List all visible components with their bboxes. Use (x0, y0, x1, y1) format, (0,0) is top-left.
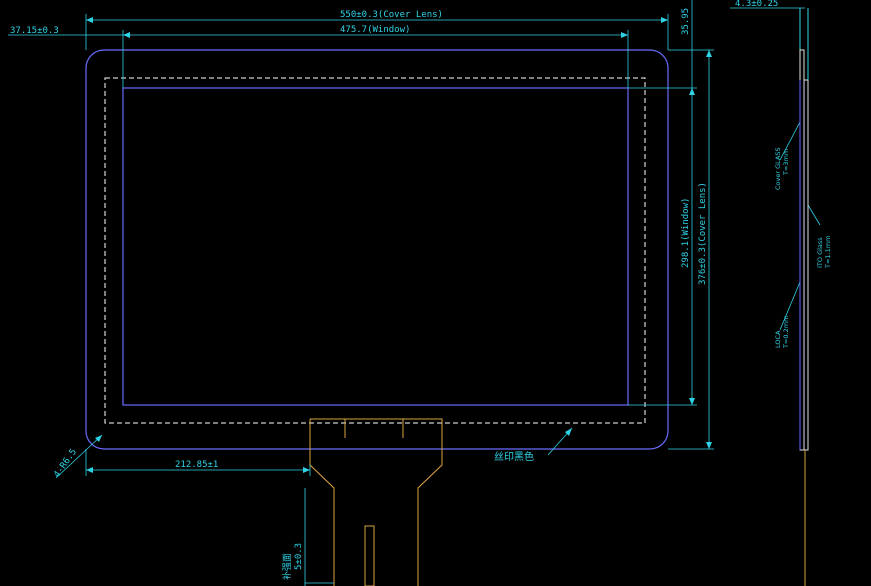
loca-label: LOCA (774, 330, 782, 348)
ito-glass-thickness: T=1.1mm (824, 236, 832, 269)
left-offset-label: 37.15±0.3 (10, 26, 59, 36)
side-view (799, 8, 809, 586)
fpc-offset-label: 212.85±1 (175, 460, 218, 470)
loca-thickness: T=0.2mm (782, 316, 790, 349)
cover-glass-thickness: T=3mm (782, 149, 790, 176)
corner-radius-label: 4-R6.5 (52, 447, 79, 479)
window-height-label: 298.1(Window) (681, 198, 691, 268)
cover-glass-label: Cover GLASS (774, 147, 782, 190)
window-area (122, 87, 629, 406)
ito-glass-label: ITO Glass (816, 237, 824, 268)
cover-lens-height-label: 376±0.3(Cover Lens) (698, 182, 708, 285)
window-width-label: 475.7(Window) (340, 25, 410, 35)
silk-print-label: 丝印黑色 (494, 450, 534, 463)
stiffener-label: 补强面 (281, 553, 293, 580)
print-border-dashed (104, 77, 646, 424)
cover-lens-width-label: 550±0.3(Cover Lens) (340, 10, 443, 20)
thickness-label: 4.3±0.25 (735, 0, 778, 9)
cover-lens-outline (85, 49, 669, 450)
fpc-tail (309, 418, 443, 586)
dimension-arrows (86, 17, 712, 473)
top-offset-label: 35.95 (681, 8, 691, 35)
stiffener-dim-label: 5±0.3 (294, 543, 304, 570)
dimension-lines (8, 0, 821, 586)
